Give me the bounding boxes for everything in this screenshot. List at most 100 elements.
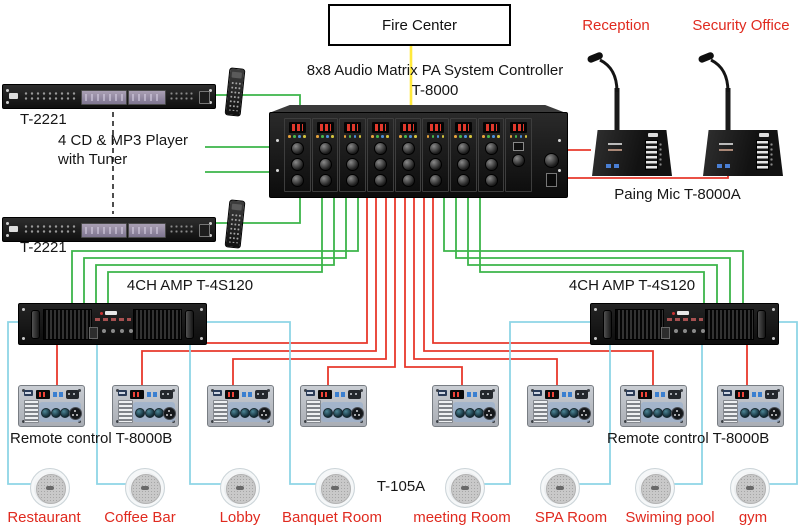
select-buttons [53, 392, 57, 397]
knob [455, 408, 465, 418]
display [81, 223, 127, 238]
led-display [545, 390, 559, 399]
wall-remote-2 [112, 385, 179, 427]
led-display [344, 122, 362, 133]
handle [757, 310, 766, 339]
fire-center-box: Fire Center [328, 4, 511, 46]
knob [484, 174, 498, 187]
led-display [371, 122, 389, 133]
talk-buttons [717, 164, 722, 168]
screw [436, 389, 439, 392]
xlr-connector [69, 407, 82, 420]
cd-note-line2: with Tuner [58, 151, 128, 168]
knob [429, 174, 443, 187]
wires-cyan [7, 321, 798, 485]
knob [456, 142, 470, 155]
ceiling-speaker-4 [315, 468, 355, 508]
screw [211, 420, 214, 423]
controller-top-face [269, 105, 566, 113]
zone-buttons [756, 140, 773, 170]
handle [31, 310, 40, 339]
fire-center-label: Fire Center [381, 16, 458, 34]
controller-model: T-8000 [411, 82, 459, 99]
wall-remote-6 [527, 385, 594, 427]
screw [772, 308, 775, 311]
xlr-connector [258, 407, 271, 420]
wall-remote-8 [717, 385, 784, 427]
screw [772, 337, 775, 340]
screw [6, 234, 9, 237]
wall-remote-5 [432, 385, 499, 427]
room-label-gym: gym [738, 509, 768, 526]
led-display [482, 122, 500, 133]
controller-title: 8x8 Audio Matrix PA System Controller [306, 62, 564, 79]
screw [6, 222, 9, 225]
screw [594, 337, 597, 340]
room-label-lobby: Lobby [219, 509, 261, 526]
amp-right-label: 4CH AMP T-4S120 [568, 277, 696, 294]
screw [531, 420, 534, 423]
ir-window [765, 390, 778, 399]
ir-window [668, 390, 681, 399]
ir-window [66, 390, 79, 399]
knob [290, 158, 304, 171]
paging-mic-caption: Paing Mic T-8000A [614, 186, 741, 203]
display [81, 90, 127, 105]
ceiling-speaker-3 [220, 468, 260, 508]
mode-switch [513, 142, 525, 151]
select-buttons [467, 392, 471, 397]
volume-slider [723, 400, 738, 423]
brand-logo [759, 133, 769, 137]
volume-slider [626, 400, 641, 423]
speaker-slot [461, 486, 469, 490]
preset-buttons [169, 91, 195, 102]
channel-strip [367, 118, 394, 192]
panel-markings [719, 143, 733, 145]
screw [172, 389, 175, 392]
xlr-connector [578, 407, 591, 420]
knob [401, 142, 415, 155]
wall-remote-1 [18, 385, 85, 427]
knob [401, 174, 415, 187]
screw [531, 389, 534, 392]
ir-window [348, 390, 361, 399]
select-buttons [752, 392, 756, 397]
knob [484, 142, 498, 155]
brand-logo [648, 133, 658, 137]
speaker-slot [556, 486, 564, 490]
channel-strips [284, 118, 533, 192]
knob [550, 408, 560, 418]
amp-left-label: 4CH AMP T-4S120 [126, 277, 254, 294]
brand-logo [533, 390, 542, 396]
status-leds [399, 135, 417, 139]
cd-player-2 [2, 217, 216, 242]
knob [346, 174, 360, 187]
screw [116, 420, 119, 423]
power-switch [199, 224, 210, 237]
led-display [427, 122, 445, 133]
knob [230, 408, 240, 418]
preset-buttons [169, 224, 195, 235]
xlr-connector [671, 407, 684, 420]
knob [135, 408, 145, 418]
knob [323, 408, 333, 418]
volume-slider [118, 400, 133, 423]
remote-left-caption: Remote control T-8000B [10, 430, 173, 447]
knob [318, 142, 332, 155]
cd-player-2-label: T-2221 [20, 239, 67, 256]
master-knob [544, 153, 559, 168]
room-label-meeting-room: meeting Room [413, 509, 511, 526]
xlr-connector [483, 407, 496, 420]
knob [512, 154, 526, 167]
screw [22, 308, 25, 311]
led-display [510, 122, 528, 133]
screw [209, 89, 212, 92]
channel-strip [450, 118, 477, 192]
status-leds [509, 135, 528, 139]
screw [22, 420, 25, 423]
room-label-restaurant: Restaurant [7, 509, 81, 526]
screw [209, 101, 212, 104]
led-display [130, 390, 144, 399]
knob [456, 158, 470, 171]
